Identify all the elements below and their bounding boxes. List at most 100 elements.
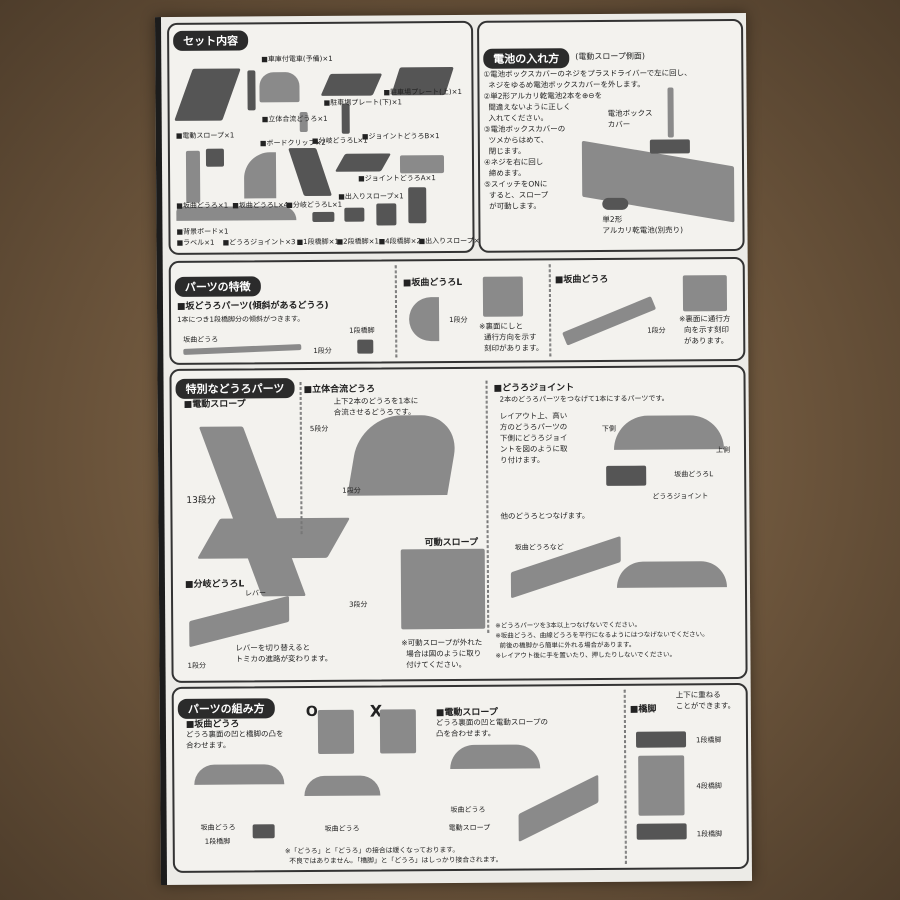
part-image (344, 207, 365, 222)
slope-road-heading: ■坂どうろパーツ(傾斜があるどうろ) (176, 300, 329, 312)
assembly-curve-image (304, 775, 381, 797)
part-image (320, 73, 383, 96)
motor-three: 3段分 (349, 600, 368, 609)
part-label: ■駐車場プレート(下)×1 (323, 98, 403, 107)
assembly-pier-image (252, 824, 275, 839)
curve-one-step: 1段分 (449, 315, 468, 325)
assembly-slope-desc: どうろ裏面の凹と橋脚の凸を 合わせます。 (185, 729, 284, 750)
joint-heading: ■どうろジョイント (493, 383, 575, 394)
assembly-motor-label: 電動スロープ (448, 823, 491, 833)
assembly-motor-desc: どうろ裏面の凹と電動スロープの 凸を合わせます。 (435, 717, 549, 739)
ok-mark: O (305, 703, 318, 721)
lever-desc: レバーを切り替えると トミカの進路が変わります。 (235, 643, 333, 664)
part-image (247, 70, 256, 111)
connect-image (616, 561, 727, 588)
part-image (408, 187, 427, 224)
set-contents-title: セット内容 (173, 30, 249, 51)
part-label: ■坂曲どうろL×4 (232, 201, 289, 210)
ng-image (379, 709, 417, 754)
part-label: ■どうろジョイント×3 (222, 238, 296, 247)
part-image (341, 103, 350, 134)
upper-label: 上側 (715, 446, 731, 455)
branch-height: 1段分 (187, 661, 207, 670)
part-image (185, 150, 201, 203)
assembly-motor-curve (450, 744, 541, 770)
curve-note: ※裏面にしと 通行方向を示す 刻印があります。 (479, 321, 544, 353)
pier-1-image-bottom (636, 823, 687, 840)
part-label: ■分岐どうろL×1 (311, 136, 368, 145)
battery-note: (電動スロープ側面) (575, 51, 646, 62)
joint-label: どうろジョイント (652, 492, 709, 501)
motor-base-image (197, 517, 351, 559)
pier-4-image (638, 755, 685, 816)
pier-desc: 上下に重ねる ことができます。 (675, 690, 736, 711)
part-label: ■ラベル×1 (176, 238, 215, 247)
battery-image (602, 197, 629, 210)
pier-4-label: 4段橋脚 (696, 782, 722, 791)
joint-desc: 2本のどうろパーツをつなげて1本にするパーツです。 (499, 394, 669, 404)
joint-curve-image (613, 415, 725, 450)
part-label: ■車庫付電車(予備)×1 (261, 54, 333, 64)
straight-heading: ■坂曲どうろ (554, 274, 609, 286)
pier-1-label-bottom: 1段橋脚 (696, 830, 723, 839)
cover-label: 電池ボックス カバー (607, 108, 653, 129)
merge-height-1: 1段分 (342, 486, 361, 495)
curve-l-label: 坂曲どうろL (674, 470, 714, 479)
straight-one-step: 1段分 (647, 326, 666, 335)
assembly-curve-label: 坂曲どうろ (450, 805, 486, 815)
joint-image (606, 465, 647, 486)
part-image (205, 148, 225, 167)
assembly-slope-label-2: 坂曲どうろ (324, 824, 360, 833)
part-image (259, 72, 300, 103)
merge-heading: ■立体合流どうろ (303, 384, 376, 396)
part-label: ■1段橋脚×1 (296, 237, 339, 247)
part-label: ■立体合流どうろ×1 (261, 114, 328, 124)
pier-heading: ■橋脚 (629, 704, 657, 715)
parts-grid (161, 13, 746, 226)
slope-road-name: 坂曲どうろ (183, 335, 219, 344)
part-label: ■ジョイントどうろA×1 (358, 174, 436, 183)
lower-label: 下側 (601, 424, 616, 433)
part-label: ■出入りスロープ×3 (418, 236, 485, 246)
part-label: ■2段橋脚×1 (336, 237, 379, 246)
one-step-short: 1段分 (313, 346, 332, 355)
battery-title: 電池の入れ方 (483, 48, 570, 69)
curve-l-heading: ■坂曲どうろL (402, 277, 463, 289)
battery-illustration (161, 13, 746, 223)
assembly-step-label: 1段橋脚 (204, 837, 231, 846)
assembly-slope-label: 坂曲どうろ (200, 823, 236, 832)
joint-desc2: レイアウト上、高い 方のどうろパーツの 下側にどうろジョイ ントを図のように取 … (499, 411, 568, 465)
slope-etc: 坂曲どうろなど (514, 543, 564, 552)
part-image (376, 203, 397, 226)
part-label: ■駐車場プレート(上)×1 (383, 87, 462, 97)
merge-height-5: 5段分 (309, 424, 329, 434)
joint-notes: ※どうろパーツを3本以上つなげないでください。 ※坂曲どうろ、曲線どうろを平行に… (495, 620, 709, 660)
lever-label: レバー (244, 589, 267, 598)
slope-road-desc: 1本につき1段橋脚分の傾斜がつきます。 (177, 315, 305, 324)
part-image (312, 211, 335, 222)
part-label: ■4段橋脚×2 (378, 237, 421, 246)
curve-underside-image (482, 276, 524, 317)
branch-heading: ■分岐どうろL (184, 579, 245, 590)
assembly-curve-image (194, 764, 285, 785)
motor-heading: ■電動スロープ (183, 399, 246, 410)
battery-box-image (649, 139, 690, 154)
parts-features-title: パーツの特徴 (174, 276, 261, 297)
straight-underside-image (682, 275, 728, 312)
one-step-label: 1段橋脚 (349, 326, 375, 335)
pier-1-image (635, 731, 687, 748)
other-road: 他のどうろとつなげます。 (500, 511, 590, 521)
movable-note: ※可動スロープが外れた 場合は図のように取り 付けてください。 (401, 637, 483, 670)
part-label: ■ジョイントどうろB×1 (361, 132, 440, 141)
movable-image (400, 548, 486, 630)
part-label: ■分岐どうろL×1 (286, 200, 343, 210)
part-label: ■坂曲どうろ×1 (176, 201, 229, 210)
one-step-pier (357, 339, 374, 354)
motor-height: 13段分 (186, 495, 216, 506)
screwdriver-image (667, 87, 674, 138)
part-label: ■背景ボード×1 (176, 227, 229, 236)
pier-1-label: 1段橋脚 (696, 736, 722, 745)
part-label: ■電動スロープ×1 (175, 131, 235, 140)
ok-image (317, 709, 355, 754)
straight-note: ※裏面に通行方 向を示す刻印 があります。 (679, 314, 731, 346)
